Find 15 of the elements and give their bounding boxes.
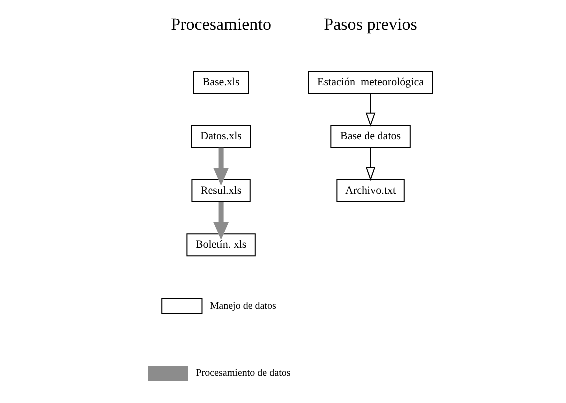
label: Pasos previos bbox=[324, 15, 417, 34]
node-box: Base.xls bbox=[192, 71, 249, 94]
node-box: Datos.xls bbox=[190, 125, 251, 148]
node-box: Boletín. xls bbox=[186, 234, 256, 257]
arrow bbox=[213, 148, 229, 186]
node-box: Base de datos bbox=[330, 125, 410, 148]
node-box: Resul.xls bbox=[191, 179, 250, 202]
arrow bbox=[365, 94, 376, 127]
label: Procesamiento bbox=[170, 15, 271, 34]
legend-label: Procesamiento de datos bbox=[196, 368, 290, 380]
arrow bbox=[365, 148, 376, 182]
node-box: Estación meteorológica bbox=[308, 71, 433, 94]
legend-label: Manejo de datos bbox=[210, 300, 276, 312]
arrow bbox=[213, 202, 229, 240]
node-box: Archivo.txt bbox=[336, 179, 404, 202]
